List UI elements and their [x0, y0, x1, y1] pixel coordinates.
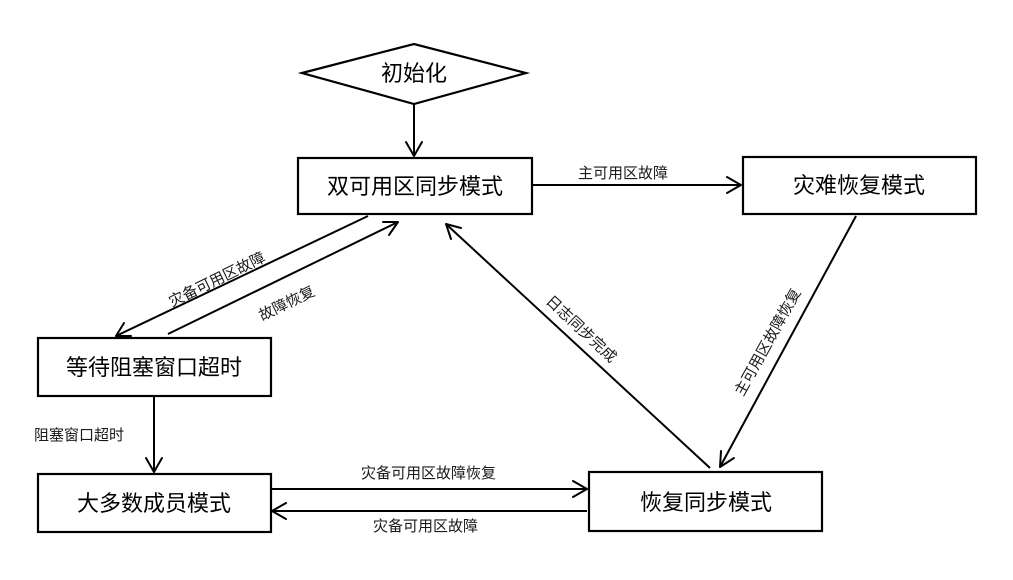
edge-label-log-sync-done: 日志同步完成: [542, 292, 620, 367]
node-init-label: 初始化: [381, 62, 447, 87]
edge-dual-to-wait: 灾备可用区故障: [115, 215, 369, 337]
node-dual-az-sync-label: 双可用区同步模式: [327, 175, 503, 200]
edge-wait-to-majority: 阻塞窗口超时: [34, 397, 163, 473]
node-dual-az-sync: 双可用区同步模式: [296, 156, 534, 216]
node-disaster-recovery: 灾难恢复模式: [741, 155, 978, 216]
edge-label-block-window-timeout: 阻塞窗口超时: [34, 426, 124, 444]
edge-majority-to-recovery: 灾备可用区故障恢复: [272, 464, 588, 498]
node-majority-member-label: 大多数成员模式: [77, 492, 231, 517]
edge-init-to-dual: [405, 104, 423, 157]
edge-recovery-to-majority: 灾备可用区故障: [271, 502, 587, 535]
edge-label-standby-az-fault-recovered: 灾备可用区故障恢复: [361, 464, 496, 482]
edge-disaster-to-recovery: 主可用区故障恢复: [719, 215, 857, 468]
edge-label-standby-az-fault-top: 灾备可用区故障: [166, 248, 268, 310]
node-recovery-sync-label: 恢复同步模式: [640, 491, 772, 516]
node-majority-member: 大多数成员模式: [36, 472, 273, 534]
edge-label-fault-recovered: 故障恢复: [256, 282, 318, 324]
edge-label-primary-az-fault-recovered: 主可用区故障恢复: [731, 285, 805, 399]
edge-recovery-to-dual: 日志同步完成: [445, 223, 711, 469]
node-disaster-recovery-label: 灾难恢复模式: [793, 174, 925, 199]
edge-label-primary-az-fault: 主可用区故障: [578, 164, 668, 182]
node-wait-block-timeout-label: 等待阻塞窗口超时: [66, 356, 242, 381]
node-recovery-sync: 恢复同步模式: [587, 470, 824, 533]
edge-label-standby-az-fault-bottom: 灾备可用区故障: [373, 517, 478, 535]
edge-dual-to-disaster: 主可用区故障: [533, 164, 742, 194]
node-wait-block-timeout: 等待阻塞窗口超时: [36, 336, 273, 398]
node-init: 初始化: [297, 42, 531, 106]
